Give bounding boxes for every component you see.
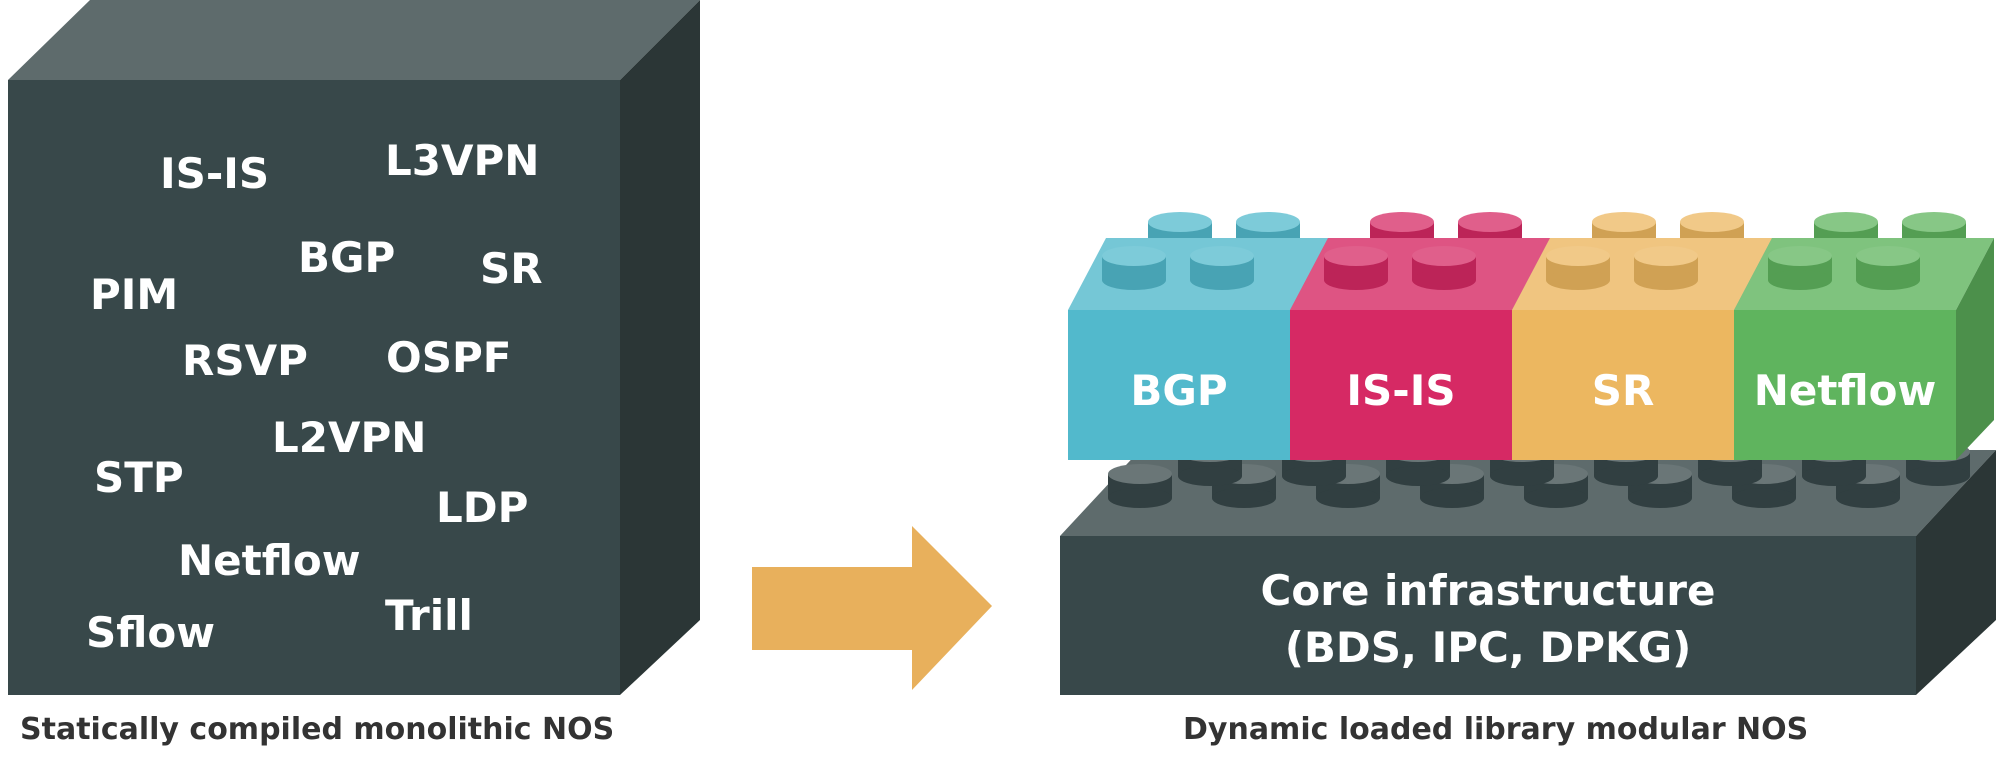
protocol-label: BGP <box>298 233 395 282</box>
transition-arrow <box>752 526 992 690</box>
monolithic-nos-cube: IS-IS L3VPN BGP SR PIM RSVP OSPF L2VPN S… <box>8 0 700 695</box>
protocol-label: L3VPN <box>385 136 539 185</box>
brick-stud <box>1412 246 1476 290</box>
core-infrastructure-block: Core infrastructure (BDS, IPC, DPKG) <box>1060 442 1996 695</box>
module-label: SR <box>1592 366 1655 415</box>
protocol-label: L2VPN <box>272 413 426 462</box>
brick-stud <box>1324 246 1388 290</box>
brick-stud <box>1190 246 1254 290</box>
protocol-label: Netflow <box>178 536 361 585</box>
module-brick: SR <box>1512 212 1772 460</box>
module-brick: IS-IS <box>1290 212 1550 460</box>
module-brick: BGP <box>1068 212 1328 460</box>
brick-stud <box>1102 246 1166 290</box>
core-front-face <box>1060 536 1916 695</box>
protocol-label: Trill <box>385 591 473 640</box>
brick-stud <box>1546 246 1610 290</box>
brick-stud <box>1768 246 1832 290</box>
protocol-label: STP <box>94 453 184 502</box>
modular-caption: Dynamic loaded library modular NOS <box>1183 712 1809 747</box>
brick-stud <box>1856 246 1920 290</box>
module-brick: Netflow <box>1734 212 1994 460</box>
protocol-label: OSPF <box>386 333 511 382</box>
brick-front-face <box>1512 310 1734 460</box>
monolithic-caption: Statically compiled monolithic NOS <box>20 712 615 747</box>
cube-front-face <box>8 80 620 695</box>
protocol-label: PIM <box>90 270 178 319</box>
protocol-label: RSVP <box>182 336 308 385</box>
protocol-label: IS-IS <box>160 149 269 198</box>
brick-front-face <box>1068 310 1290 460</box>
brick-front-face <box>1734 310 1956 460</box>
core-title: Core infrastructure <box>1261 566 1716 615</box>
cube-top-face <box>8 0 700 80</box>
brick-stud <box>1108 464 1172 508</box>
protocol-label: SR <box>480 244 543 293</box>
core-subtitle: (BDS, IPC, DPKG) <box>1285 623 1692 672</box>
protocol-label: Sflow <box>86 608 215 657</box>
core-side-face <box>1916 450 1996 695</box>
module-bricks: BGP IS-IS SR Netflow <box>1068 212 1994 460</box>
brick-side-face <box>1956 238 1994 460</box>
brick-stud <box>1634 246 1698 290</box>
module-label: IS-IS <box>1346 366 1455 415</box>
protocol-label: LDP <box>436 483 528 532</box>
cube-side-face <box>620 0 700 695</box>
module-label: Netflow <box>1754 366 1937 415</box>
module-label: BGP <box>1130 366 1227 415</box>
brick-front-face <box>1290 310 1512 460</box>
